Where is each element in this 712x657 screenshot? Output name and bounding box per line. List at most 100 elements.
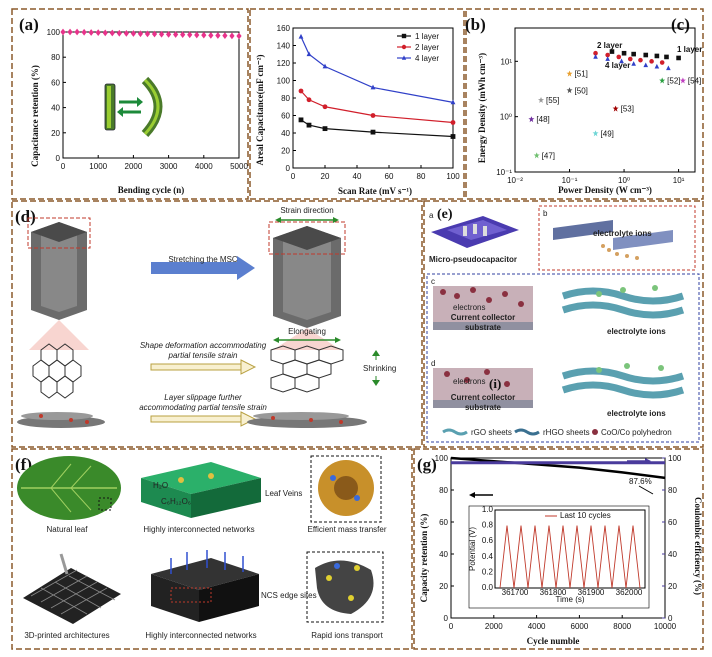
reference-point-c: [538, 97, 545, 103]
inset-y-tick-label: 0.0: [482, 583, 494, 592]
y-axis-title-g: Capacity retention (%): [419, 514, 429, 603]
natural-leaf-label: Natural leaf: [47, 525, 89, 534]
data-point-b: [322, 63, 328, 69]
shape-deformation-arrow: [150, 359, 257, 375]
data-point-c: [664, 54, 669, 60]
series-line-g: [450, 456, 666, 480]
y-tick-label-c: 10⁻¹: [496, 168, 512, 177]
network-block-bottom: [151, 550, 259, 622]
inset-y-axis-title: Potential (V): [468, 527, 477, 571]
reference-label-c: [51]: [575, 70, 588, 79]
data-point-b: [450, 120, 456, 125]
y-tick-label-c: 10¹: [500, 57, 512, 66]
data-point-c: [605, 52, 610, 58]
data-point-b: [450, 134, 456, 139]
strain-direction-label: Strain direction: [280, 206, 333, 215]
y-tick-label-g: 20: [439, 582, 448, 591]
data-point-a: [229, 32, 235, 40]
leaf-veins-label: Leaf Veins: [265, 489, 302, 498]
panel-g: (g) Capacity retention (%) Coulombic eff…: [413, 448, 704, 650]
bending-device-icon: [104, 76, 163, 138]
y-axis-title-c: Energy Density (mWh cm⁻³): [477, 53, 487, 163]
data-point-b: [298, 33, 304, 39]
inset-y-tick-label: 1.0: [482, 505, 494, 514]
data-point-a: [208, 32, 214, 39]
y2-tick-label-g: 60: [668, 518, 677, 527]
legend-rgo: rGO sheets: [471, 428, 512, 437]
data-point-a: [74, 28, 80, 36]
x-tick-label-c: 10⁰: [618, 176, 630, 185]
diagram-e: a (e) Micro-pseudocapacitor b: [423, 200, 704, 448]
h2o-label: H₂O: [153, 481, 168, 490]
y-tick-label-a: 80: [51, 53, 60, 62]
diagram-d: (d) Stretching the MSC: [11, 200, 423, 448]
wavy-sheets-c: [561, 285, 685, 319]
chart-b: Areal Capacitance(mF cm⁻²) Scan Rate (mV…: [249, 8, 465, 200]
y-tick-label-g: 100: [435, 454, 449, 463]
data-point-c: [621, 50, 627, 56]
inset-y-tick-label: 0.6: [482, 536, 494, 545]
electrolyte-ions-label-c: electrolyte ions: [607, 327, 666, 336]
panel-d: (d) Stretching the MSC: [11, 200, 423, 448]
shape-deformation-line2: partial tensile strain: [168, 351, 238, 360]
reference-label-c: [55]: [546, 96, 559, 105]
legend-coo: CoO/Co polyhedron: [601, 428, 672, 437]
substrate-c: substrate: [465, 323, 502, 332]
y2-tick-label-g: 100: [668, 454, 682, 463]
data-point-a: [222, 32, 228, 40]
glucose-label: C₆H₁₂O₆: [161, 497, 191, 506]
y2-tick-label-g: 0: [668, 614, 673, 623]
y-tick-label-a: 60: [51, 78, 60, 87]
hex-lattice-right: [270, 345, 344, 393]
rapid-ions-label: Rapid ions transport: [311, 631, 383, 640]
series-label-c: 2 layer: [597, 41, 622, 50]
data-point-b: [370, 84, 376, 90]
data-point-a: [88, 29, 94, 36]
reference-point-c: [566, 70, 573, 77]
left-axis-arrowhead: [469, 492, 475, 498]
collector-c: [433, 286, 533, 330]
inset-gcd-curve: [499, 525, 641, 589]
data-point-a: [166, 31, 172, 38]
legend-marker-b: [401, 33, 407, 39]
hex-lattice-left: [32, 343, 82, 399]
y-tick-label-g: 80: [439, 486, 448, 495]
inset-x-tick-label: 361900: [578, 588, 605, 597]
series-label-c: 1 layer: [677, 45, 702, 54]
shrinking-arrow: [372, 350, 380, 386]
data-point-b: [322, 104, 328, 110]
data-point-c: [605, 56, 610, 61]
x-tick-label-b: 0: [291, 172, 296, 181]
data-point-a: [102, 29, 108, 37]
data-point-b: [450, 99, 456, 105]
data-point-a: [173, 31, 179, 38]
elongating-arrow: [273, 337, 341, 343]
chart-c: (b) (c) Energy Density (mWh cm⁻³) Power …: [465, 8, 704, 200]
substrate-d: substrate: [465, 403, 502, 412]
right-axis-arrowhead: [645, 458, 651, 464]
x-tick-label-g: 10000: [654, 622, 677, 631]
x-tick-label-c: 10⁻¹: [562, 176, 578, 185]
data-point-c: [631, 61, 636, 66]
plot-frame-g: [450, 457, 666, 619]
x-tick-label-g: 2000: [485, 622, 503, 631]
data-point-a: [109, 29, 115, 37]
data-point-a: [180, 31, 186, 39]
reference-point-c: [659, 77, 666, 84]
plot-frame-a: [62, 31, 240, 159]
networks-label-bottom: Highly interconnected networks: [145, 631, 256, 640]
reference-label-c: [54]: [688, 77, 701, 86]
networks-label-top: Highly interconnected networks: [143, 525, 254, 534]
y2-tick-label-g: 40: [668, 550, 677, 559]
natural-leaf-image: [17, 456, 121, 520]
x-axis-title-g: Cycle numble: [527, 636, 580, 646]
data-point-c: [676, 55, 681, 61]
x-axis-title-c: Power Density (W cm⁻³): [558, 185, 652, 195]
y-tick-label-b: 20: [281, 147, 290, 156]
data-point-c: [593, 50, 598, 56]
y-tick-label-g: 0: [444, 614, 449, 623]
panel-label-a: (a): [19, 15, 39, 34]
y2-axis-title-g: Coulombic efficiency (%): [693, 497, 703, 595]
reference-point-c: [528, 116, 535, 123]
y-tick-label-b: 40: [281, 129, 290, 138]
